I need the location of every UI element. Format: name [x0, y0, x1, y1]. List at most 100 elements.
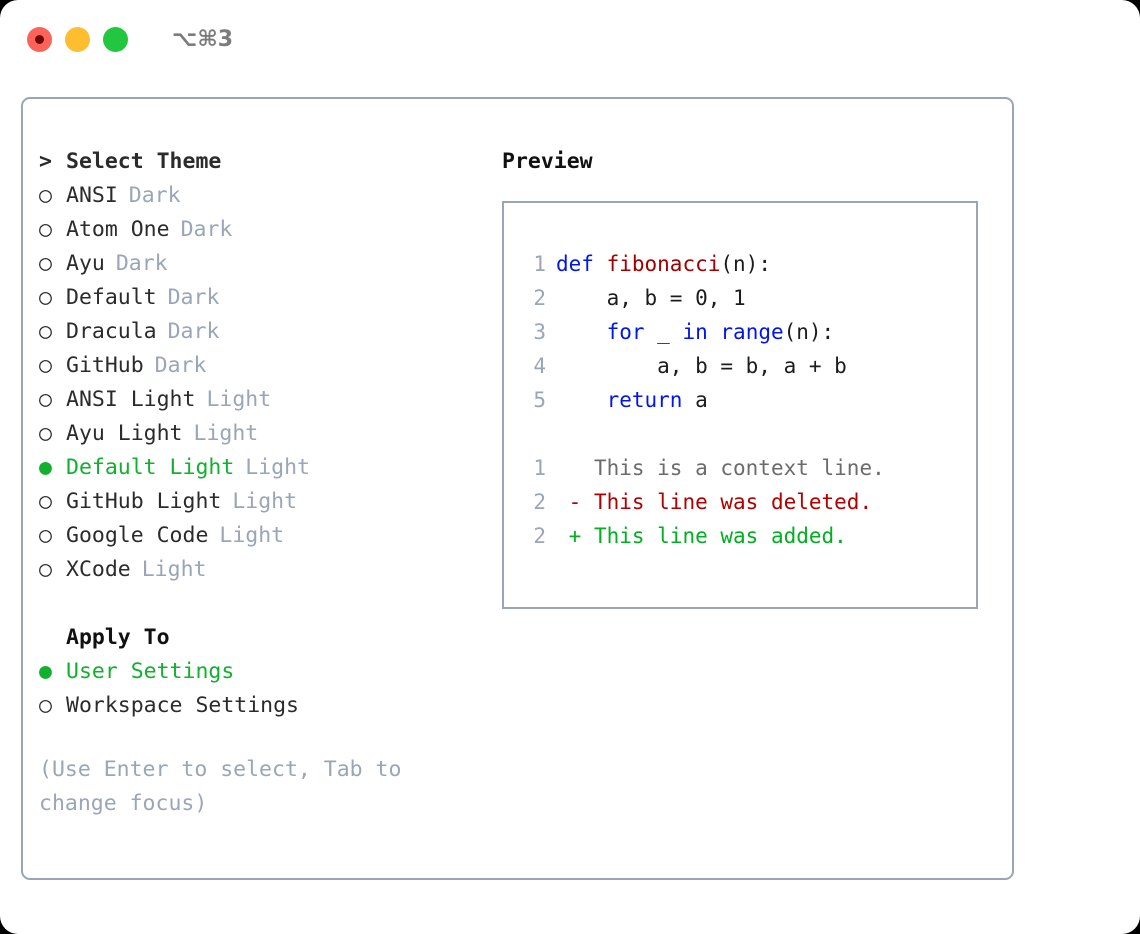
theme-name: Dracula: [66, 319, 157, 344]
code-keyword: range: [720, 320, 784, 344]
close-button[interactable]: [27, 26, 52, 52]
radio-unselected-icon: ○: [39, 557, 52, 582]
diff-line: 1 This is a context line.: [522, 451, 976, 485]
radio-unselected-icon: ○: [39, 285, 52, 310]
theme-list-item[interactable]: ○ Atom One Dark: [39, 213, 499, 247]
radio-unselected-icon: ○: [39, 693, 52, 718]
theme-variant-tag: Light: [245, 455, 311, 480]
code-content: a, b = b, a + b: [556, 349, 847, 383]
radio-unselected-icon: ○: [39, 421, 52, 446]
radio-unselected-icon: ○: [39, 523, 52, 548]
diff-sign: +: [556, 524, 594, 548]
theme-name: Ayu: [66, 251, 105, 276]
code-line: 5 return a: [522, 383, 976, 417]
code-line: 3 for _ in range(n):: [522, 315, 976, 349]
diff-sign: [556, 451, 594, 485]
theme-variant-tag: Dark: [180, 217, 233, 242]
zoom-button[interactable]: [103, 26, 128, 52]
apply-to-list: ● User Settings ○ Workspace Settings: [39, 655, 499, 723]
radio-selected-icon: ●: [39, 659, 52, 684]
line-number: 5: [533, 388, 546, 412]
apply-to-label: Workspace Settings: [66, 693, 299, 718]
radio-unselected-icon: ○: [39, 319, 52, 344]
titlebar: ⌥⌘3: [0, 0, 1140, 78]
code-plain: a, b = b, a + b: [657, 354, 847, 378]
theme-list-item[interactable]: ○ Ayu Light Light: [39, 417, 499, 451]
code-line: 2 a, b = 0, 1: [522, 281, 976, 315]
code-plain: [708, 320, 721, 344]
theme-variant-tag: Light: [193, 421, 259, 446]
code-function-name: fibonacci: [606, 252, 721, 276]
diff-text: This line was added.: [593, 524, 847, 548]
diff-text: This is a context line.: [593, 456, 885, 480]
code-keyword: in: [682, 320, 708, 344]
code-content: a, b = 0, 1: [556, 281, 746, 315]
theme-variant-tag: Dark: [154, 353, 207, 378]
theme-variant-tag: Light: [206, 387, 272, 412]
radio-selected-icon: ●: [39, 455, 52, 480]
code-plain: a: [682, 388, 708, 412]
diff-sign: -: [556, 490, 594, 514]
radio-unselected-icon: ○: [39, 489, 52, 514]
theme-picker-title: Select Theme: [66, 149, 222, 174]
code-keyword: return: [606, 388, 683, 412]
theme-name: Atom One: [66, 217, 170, 242]
code-line: 4 a, b = b, a + b: [522, 349, 976, 383]
theme-picker-header: > Select Theme: [39, 145, 499, 179]
apply-to-item[interactable]: ○ Workspace Settings: [39, 689, 499, 723]
apply-to-title: Apply To: [66, 625, 170, 650]
radio-unselected-icon: ○: [39, 217, 52, 242]
prompt-caret-icon: >: [39, 149, 52, 174]
apply-to-title-row: ○ Apply To: [39, 621, 499, 655]
diff-line: 2 + This line was added.: [522, 519, 976, 553]
theme-list-item[interactable]: ○ GitHub Dark: [39, 349, 499, 383]
theme-name: ANSI: [66, 183, 118, 208]
code-plain: [594, 252, 607, 276]
theme-name: GitHub Light: [66, 489, 222, 514]
theme-name: Ayu Light: [66, 421, 183, 446]
radio-unselected-icon: ○: [39, 183, 52, 208]
diff-text: This line was deleted.: [593, 490, 873, 514]
code-diff-separator: [522, 417, 976, 451]
list-spacer: [39, 587, 499, 621]
theme-variant-tag: Light: [219, 523, 285, 548]
theme-name: GitHub: [66, 353, 144, 378]
theme-list-item[interactable]: ○ Ayu Dark: [39, 247, 499, 281]
theme-variant-tag: Dark: [115, 251, 168, 276]
apply-to-label: User Settings: [66, 659, 235, 684]
diff-line: 2 - This line was deleted.: [522, 485, 976, 519]
line-number: 2: [533, 286, 546, 310]
code-plain: _: [644, 320, 683, 344]
theme-list-item[interactable]: ○ Google Code Light: [39, 519, 499, 553]
code-content: def fibonacci(n):: [556, 247, 771, 281]
preview-title: Preview: [502, 149, 593, 174]
radio-unselected-icon: ○: [39, 353, 52, 378]
theme-name: Google Code: [66, 523, 209, 548]
theme-name: Default: [66, 285, 157, 310]
code-keyword: def: [556, 252, 594, 276]
apply-to-item[interactable]: ● User Settings: [39, 655, 499, 689]
theme-variant-tag: Dark: [167, 319, 220, 344]
recording-indicator-icon: [35, 34, 44, 44]
shortcut-label: ⌥⌘3: [172, 26, 234, 52]
theme-list-item[interactable]: ○ Dracula Dark: [39, 315, 499, 349]
minimize-button[interactable]: [65, 26, 90, 52]
diff-sample: 1 This is a context line.2 - This line w…: [522, 451, 976, 553]
radio-unselected-icon: ○: [39, 251, 52, 276]
line-number: 2: [533, 490, 546, 514]
theme-name: XCode: [66, 557, 131, 582]
code-content: return a: [556, 383, 708, 417]
